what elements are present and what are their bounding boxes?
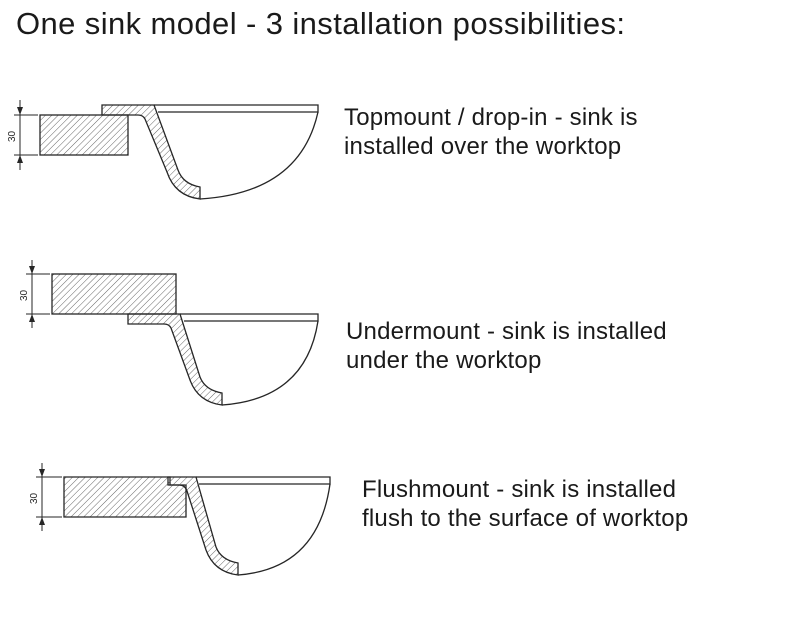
sink-wall-cross-section bbox=[127, 313, 223, 406]
undermount-description: Undermount - sink is installed under the… bbox=[346, 318, 667, 374]
sink-wall-cross-section bbox=[167, 476, 239, 576]
sink-wall-cross-section bbox=[101, 104, 201, 200]
flushmount-diagram: 30 bbox=[29, 463, 331, 576]
dimension-arrow bbox=[29, 266, 35, 274]
dimension-arrow bbox=[39, 517, 45, 525]
sink-rim-outline bbox=[196, 476, 331, 485]
dimension-arrow bbox=[39, 469, 45, 477]
undermount-diagram: 30 bbox=[19, 260, 319, 406]
dimension-arrow bbox=[29, 314, 35, 322]
dimension-label-30: 30 bbox=[19, 289, 30, 301]
topmount-diagram: 30 bbox=[7, 100, 319, 200]
sink-bowl-arc bbox=[199, 111, 319, 200]
dimension-arrow bbox=[17, 107, 23, 115]
page-title: One sink model - 3 installation possibil… bbox=[16, 6, 626, 41]
sink-bowl-arc bbox=[221, 320, 319, 406]
dimension-label-30: 30 bbox=[29, 492, 40, 504]
worktop-cross-section bbox=[51, 273, 177, 315]
dimension-arrow bbox=[17, 155, 23, 163]
sink-rim-outline bbox=[180, 313, 319, 322]
sink-bowl-arc bbox=[237, 483, 331, 576]
flushmount-description: Flushmount - sink is installed flush to … bbox=[362, 476, 689, 532]
sink-rim-outline bbox=[154, 104, 319, 113]
topmount-description: Topmount / drop-in - sink is installed o… bbox=[344, 104, 638, 160]
dimension-label-30: 30 bbox=[7, 130, 18, 142]
worktop-cross-section bbox=[39, 114, 129, 156]
